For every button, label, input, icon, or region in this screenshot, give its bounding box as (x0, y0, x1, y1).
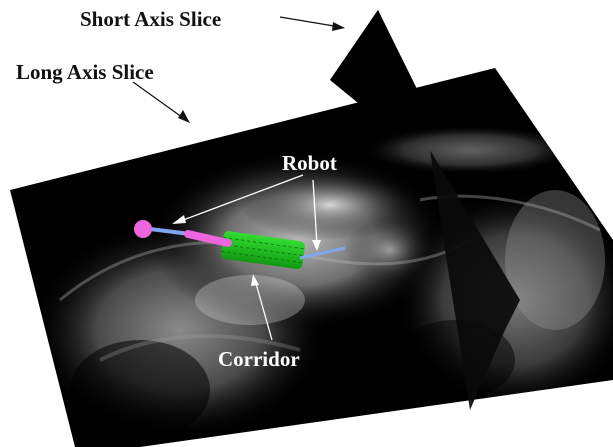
short-axis-slice-body (330, 10, 420, 95)
robot-label: Robot (282, 151, 337, 175)
robot-tip-ball (134, 220, 152, 238)
long-axis-label: Long Axis Slice (16, 60, 154, 84)
corridor-label: Corridor (218, 347, 300, 371)
short-axis-label: Short Axis Slice (80, 7, 221, 31)
short-axis-arrow (280, 17, 345, 31)
long-axis-arrow (133, 82, 190, 123)
